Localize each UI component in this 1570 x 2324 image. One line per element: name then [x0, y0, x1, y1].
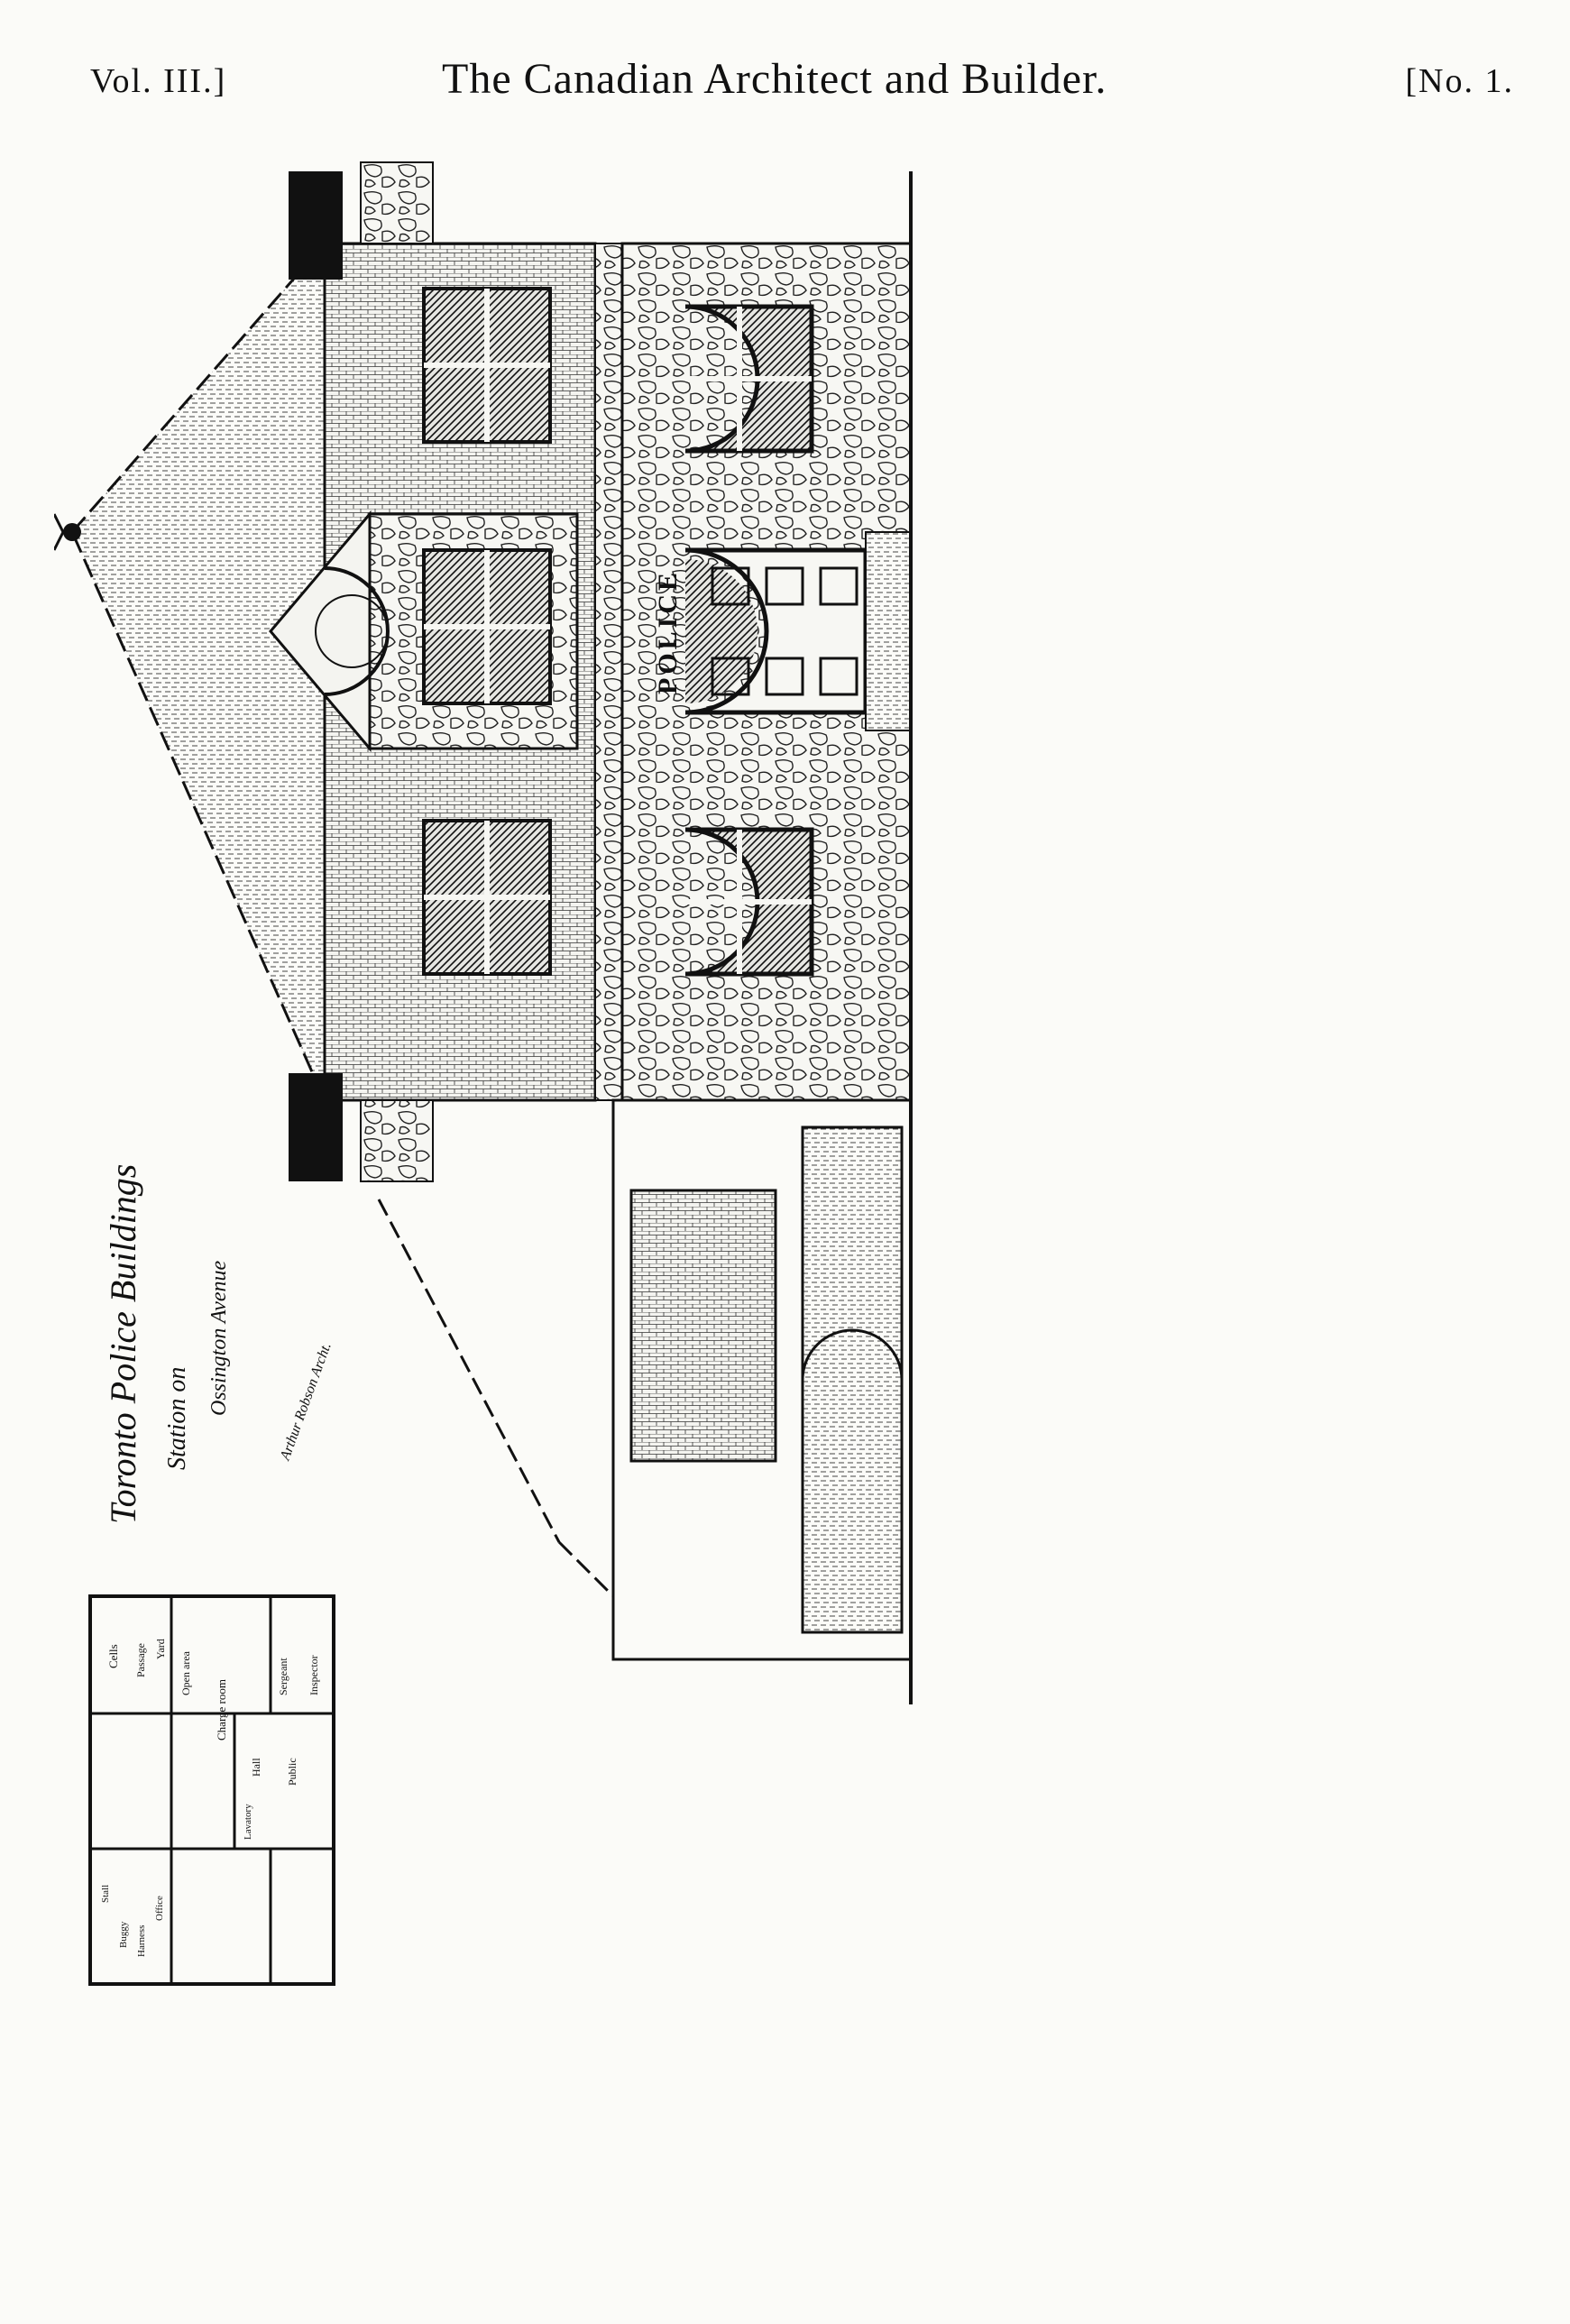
plan-label-public: Public	[286, 1758, 298, 1786]
plan-label-buggy: Buggy	[118, 1921, 129, 1948]
plan-label-inspector: Inspector	[308, 1655, 320, 1695]
plan-label-cells: Cells	[106, 1644, 120, 1668]
main-entrance: POLICE	[653, 531, 912, 731]
string-course	[594, 243, 623, 1101]
volume-label: Vol. III.]	[90, 62, 227, 100]
plan-label-hall: Hall	[250, 1758, 262, 1777]
caption-title: Toronto Police Buildings	[103, 1164, 143, 1524]
issue-number: [No. 1.	[1405, 62, 1514, 100]
plan-label-passage: Passage	[134, 1643, 147, 1677]
page-header: Vol. III.] The Canadian Architect and Bu…	[0, 54, 1570, 126]
wing-annex	[377, 1098, 913, 1661]
plan-label-lavatory: Lavatory	[243, 1804, 253, 1840]
plan-label-yard: Yard	[154, 1639, 167, 1659]
ground-plan: Cells Passage Yard Open area Charge room…	[88, 1594, 335, 1986]
police-sign: POLICE	[653, 569, 683, 694]
plan-label-charge-room: Charge room	[215, 1679, 228, 1741]
roof-gable	[54, 240, 326, 1101]
drawing-caption: Toronto Police Buildings Station on Ossi…	[103, 1164, 335, 1524]
elevation-drawing: POLICE Toronto Police Buildings Station …	[54, 161, 913, 1986]
plan-label-sergeant: Sergeant	[277, 1658, 289, 1695]
plan-label-open-area: Open area	[179, 1650, 192, 1695]
plan-label-office: Office	[154, 1896, 165, 1921]
plan-label-harness: Harness	[136, 1925, 147, 1957]
journal-title: The Canadian Architect and Builder.	[442, 55, 1107, 103]
ground-arched-windows	[684, 304, 814, 977]
caption-subtitle-2: Ossington Avenue	[207, 1260, 231, 1416]
caption-subtitle-1: Station on	[163, 1367, 191, 1470]
architect-signature: Arthur Robson Archt.	[277, 1340, 334, 1463]
upper-windows	[422, 287, 552, 976]
architectural-plate: POLICE Toronto Police Buildings Station …	[54, 135, 1534, 2291]
plan-label-stall: Stall	[100, 1885, 111, 1903]
